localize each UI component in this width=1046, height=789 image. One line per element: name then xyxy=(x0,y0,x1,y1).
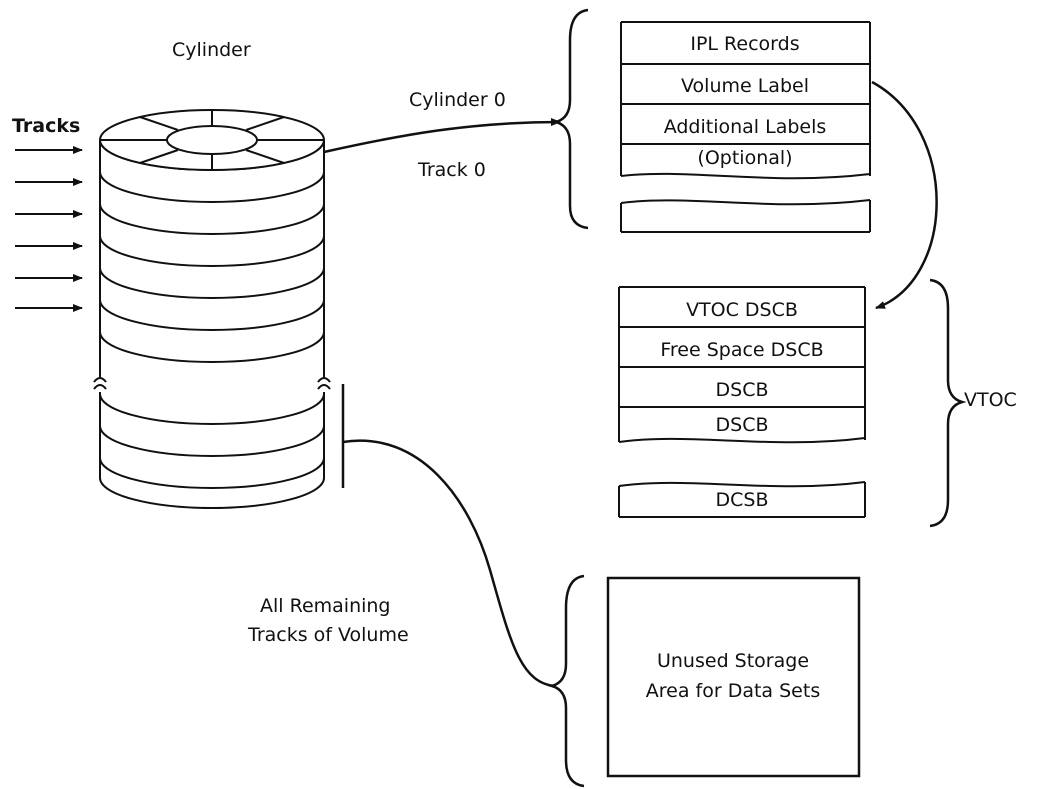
unused-storage-line1: Unused Storage xyxy=(657,650,809,672)
track0-label: Track 0 xyxy=(417,159,486,181)
cylinder-stack xyxy=(93,109,331,509)
cylinder-label: Cylinder xyxy=(172,39,251,61)
vtoc-dscb-row: VTOC DSCB xyxy=(686,299,798,321)
additional-labels-row: Additional Labels xyxy=(664,116,827,138)
cylinder0-label: Cylinder 0 xyxy=(409,89,506,111)
vtoc-pointer-arrow xyxy=(871,80,938,310)
dscb-row: DSCB xyxy=(716,379,769,401)
remaining-line1: All Remaining xyxy=(260,595,391,617)
ipl-records-row: IPL Records xyxy=(690,33,799,55)
data-area-brace xyxy=(547,574,585,788)
track0-brace xyxy=(551,8,589,230)
dcsb-row: DCSB xyxy=(716,489,769,511)
data-area-connector xyxy=(342,439,557,688)
cylinder-hub xyxy=(166,125,258,155)
tracks-label: Tracks xyxy=(12,115,80,137)
dscb-row: DSCB xyxy=(716,414,769,436)
unused-storage-box xyxy=(606,576,861,778)
remaining-line2: Tracks of Volume xyxy=(247,624,409,646)
track-arrows xyxy=(15,146,83,312)
vtoc-box xyxy=(618,286,866,518)
vtoc-label: VTOC xyxy=(964,389,1017,411)
track0-box xyxy=(620,21,871,233)
free-space-dscb-row: Free Space DSCB xyxy=(660,339,823,361)
unused-storage-line2: Area for Data Sets xyxy=(646,680,820,702)
track0-connector-arrow xyxy=(323,118,561,154)
optional-row: (Optional) xyxy=(697,147,792,169)
vtoc-brace xyxy=(929,278,967,528)
volume-label-row: Volume Label xyxy=(681,75,809,97)
